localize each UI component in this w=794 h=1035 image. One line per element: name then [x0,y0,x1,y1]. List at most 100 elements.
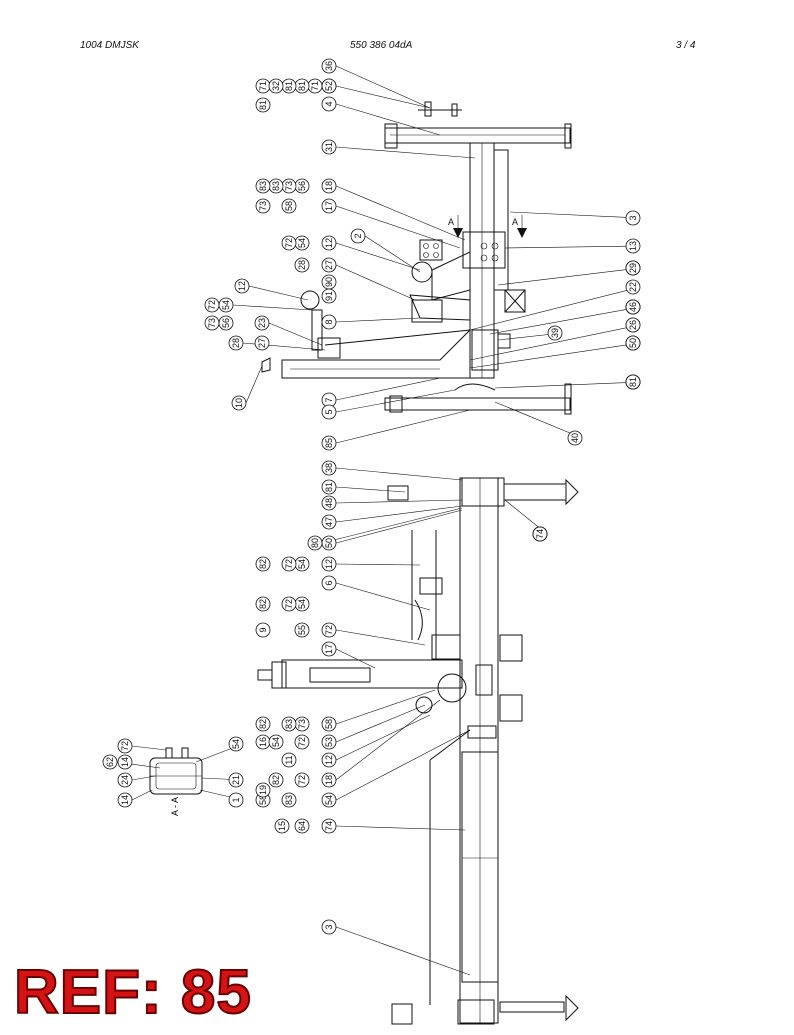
leader-line [335,509,463,544]
part-number: 32 [271,81,281,91]
leader-line [335,704,426,743]
part-number: 39 [550,328,560,338]
leader-line [335,825,466,831]
part-number: 72 [284,238,294,248]
leader-line [335,926,471,976]
part-number: 72 [120,741,130,751]
part-number: 3 [628,215,638,220]
part-number: 50 [324,538,334,548]
leader-line [131,775,156,781]
part-balloon-72: 72 [321,622,426,646]
part-balloon-40: 40 [494,401,583,446]
part-balloon-18: 18 [321,699,441,788]
part-balloon-12: 12 [321,714,431,768]
part-balloon-72: 72 [294,772,310,788]
part-number: 50 [628,338,638,348]
part-number: 12 [324,755,334,765]
reference-label: REF: 85 [13,958,252,1027]
part-number: 82 [258,719,268,729]
part-number: 13 [628,241,638,251]
part-balloon-91: 91 [321,288,337,304]
part-number: 14 [120,757,130,767]
part-number: 15 [277,821,287,831]
part-number: 83 [284,795,294,805]
part-balloon-9: 9 [255,622,271,638]
part-balloon-2: 2 [350,228,421,273]
part-number: 36 [324,61,334,71]
part-balloon-12: 12 [321,556,421,572]
part-balloon-23: 23 [254,315,323,346]
part-number: 72 [297,775,307,785]
leader-line [335,85,431,109]
part-balloon-50: 50 [321,509,463,551]
leader-line [335,648,376,669]
part-number: 81 [284,81,294,91]
part-balloon-53: 53 [321,704,426,750]
part-number: 73 [284,181,294,191]
part-balloon-83: 83 [255,178,271,194]
part-number: 58 [258,795,268,805]
part-number: 54 [297,238,307,248]
part-balloon-90: 90 [321,274,337,290]
part-balloon-81: 81 [281,78,297,94]
part-number: 9 [258,627,268,632]
part-balloon-4: 4 [321,96,441,136]
leader-line [335,205,461,249]
part-number: 83 [271,181,281,191]
part-balloon-39: 39 [497,325,563,341]
part-number: 54 [297,559,307,569]
part-balloon-34: 34 [489,299,641,335]
part-number: 5 [324,409,334,414]
part-number: 53 [324,737,334,747]
part-number: 54 [231,739,241,749]
part-balloon-16: 16 [255,734,271,750]
part-balloon-54: 54 [321,729,471,808]
part-number: 81 [324,482,334,492]
part-number: 26 [628,320,638,330]
part-number: 58 [324,719,334,729]
part-number: 23 [257,318,267,328]
part-number: 72 [284,559,294,569]
leader-line [321,507,463,544]
leader-line [335,629,426,646]
part-balloon-50: 50 [625,335,641,351]
part-number: 27 [324,260,334,270]
part-balloon-64: 64 [294,818,310,834]
part-balloon-28: 28 [228,335,326,351]
part-number: 54 [221,300,231,310]
part-number: 81 [297,81,307,91]
leader-line [335,317,421,323]
part-number: 47 [324,517,334,527]
part-balloon-15: 15 [274,818,290,834]
part-balloon-1: 1 [199,789,244,808]
part-number: 83 [284,719,294,729]
leader-line [335,714,431,761]
part-number: 7 [324,397,334,402]
part-number: 2 [353,233,363,238]
part-number: 38 [324,463,334,473]
part-balloon-54: 54 [218,297,313,313]
part-balloon-54: 54 [294,596,310,612]
part-balloon-18: 18 [321,178,466,241]
part-number: 55 [297,625,307,635]
part-balloon-80: 80 [307,507,463,551]
part-number: 27 [257,338,267,348]
part-number: 3 [324,924,334,929]
part-balloon-12: 12 [234,278,309,301]
part-balloon-12: 12 [321,235,421,271]
part-balloon-72: 72 [117,738,167,754]
part-number: 81 [628,377,638,387]
part-number: 91 [324,291,334,301]
part-balloon-82: 82 [255,716,271,732]
part-number: 21 [231,775,241,785]
leader-line [335,264,416,301]
part-number: 72 [324,625,334,635]
leader-line [504,245,641,249]
header-part-number: 550 386 04dA [350,40,413,51]
part-number: 74 [535,529,545,539]
part-number: 85 [324,438,334,448]
part-number: 54 [297,599,307,609]
part-balloon-17: 17 [321,198,461,249]
part-number: 46 [628,302,638,312]
part-balloon-83: 83 [281,792,297,808]
